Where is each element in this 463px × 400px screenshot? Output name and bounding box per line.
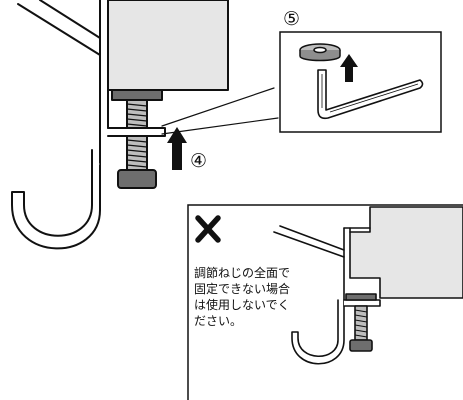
tabletop-panel (107, 0, 229, 91)
warning-box: 調節ねじの全面で 固定できない場合 は使用しないでく ださい。 (187, 204, 463, 400)
callout-line-lower (161, 117, 279, 135)
hook-top-bar (17, 3, 101, 56)
warning-line-4: ださい。 (194, 314, 242, 328)
warning-line-1: 調節ねじの全面で (194, 265, 290, 280)
upper-pad (111, 89, 163, 101)
callout-line-upper (161, 87, 275, 127)
warning-box-border (187, 204, 463, 400)
hook-top-bar-inner (39, 0, 101, 39)
adjustment-knob (117, 169, 157, 189)
warning-line-3: は使用しないでく (194, 297, 290, 312)
main-illustration (11, 0, 279, 250)
detail-pad (299, 43, 341, 62)
incorrect-usage-illustration (273, 206, 463, 365)
lower-screw (126, 135, 148, 173)
warning-line-2: 固定できない場合 (194, 281, 290, 296)
small-hook (291, 299, 345, 365)
clamp-arm (99, 0, 109, 166)
upper-screw (126, 99, 148, 129)
step-4-label: ④ (190, 150, 207, 172)
up-arrow-icon (167, 127, 187, 170)
clamp-plate (107, 127, 166, 137)
hook-curve (11, 149, 101, 250)
cross-mark-icon (195, 215, 221, 243)
detail-up-arrow-icon (340, 54, 358, 82)
step-5-label: ⑤ (283, 8, 300, 30)
thin-panel (349, 206, 463, 299)
hex-key-icon (317, 69, 424, 120)
